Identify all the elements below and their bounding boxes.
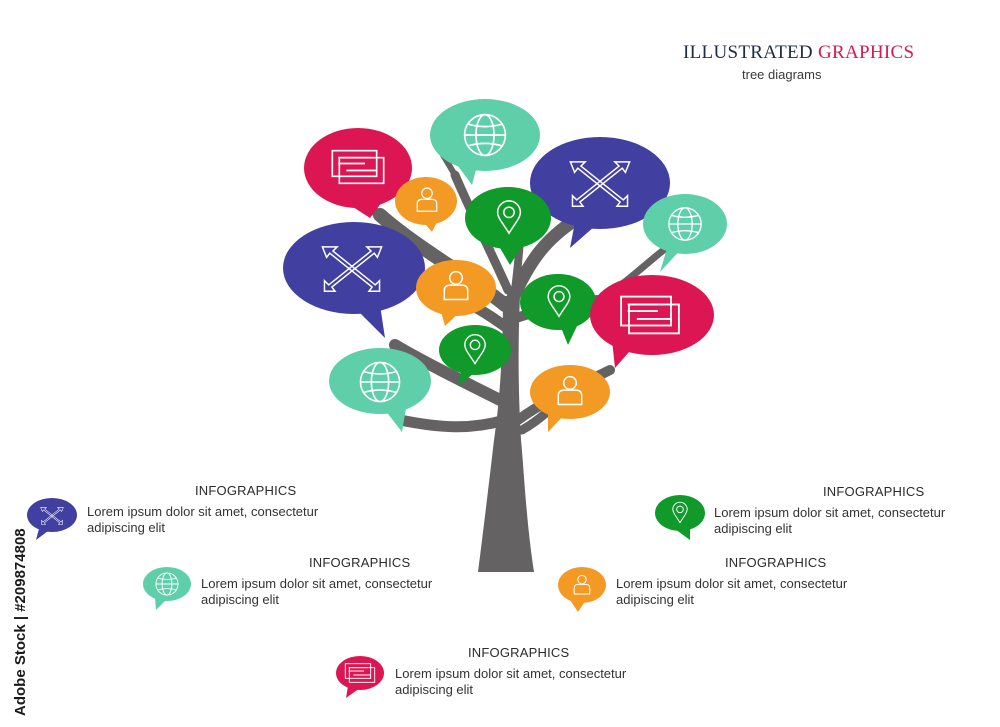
- bubble-teal-globe-2: [643, 194, 727, 272]
- watermark-text: Adobe Stock | #209874808: [12, 528, 29, 716]
- bubble-teal-globe-3: [329, 348, 431, 432]
- bubble-teal-globe: [430, 99, 540, 185]
- bubble-orange-person-2: [416, 260, 496, 326]
- bubble-red-document: [304, 128, 412, 218]
- legend-heading: INFOGRAPHICS: [309, 555, 411, 570]
- legend-heading: INFOGRAPHICS: [823, 484, 925, 499]
- legend-heading: INFOGRAPHICS: [468, 645, 570, 660]
- bubble-green-pin-3: [439, 325, 511, 386]
- legend-text: Lorem ipsum dolor sit amet, consectetur …: [714, 505, 946, 536]
- legend-text: Lorem ipsum dolor sit amet, consectetur …: [87, 504, 319, 535]
- bubble-green-pin-1: [465, 187, 551, 265]
- title-part2: GRAPHICS: [818, 42, 915, 63]
- title-part1: ILLUSTRATED: [683, 42, 813, 63]
- legend-text: Lorem ipsum dolor sit amet, consectetur …: [395, 666, 627, 697]
- legend-icon-green: [655, 495, 705, 540]
- bubble-blue-arrows-2: [283, 222, 425, 338]
- bubble-blue-arrows-1: [530, 137, 670, 248]
- stock-watermark: Adobe Stock | #209874808: [10, 488, 32, 718]
- bubble-green-pin-2: [520, 274, 596, 345]
- legend-icon-red: [336, 656, 384, 698]
- tree-trunk: [478, 296, 534, 572]
- page-title: ILLUSTRATED GRAPHICS: [683, 42, 914, 64]
- legend-icon-blue: [27, 498, 77, 540]
- legend-icon-orange: [558, 567, 606, 612]
- legend-icon-teal: [143, 567, 191, 610]
- bubble-orange-person-3: [530, 365, 610, 432]
- legend-heading: INFOGRAPHICS: [195, 483, 297, 498]
- bubble-red-document-2: [590, 275, 714, 368]
- legend-text: Lorem ipsum dolor sit amet, consectetur …: [201, 576, 433, 607]
- page-subtitle: tree diagrams: [742, 67, 822, 82]
- legend-heading: INFOGRAPHICS: [725, 555, 827, 570]
- legend-text: Lorem ipsum dolor sit amet, consectetur …: [616, 576, 848, 607]
- bubble-orange-person-1: [395, 177, 457, 232]
